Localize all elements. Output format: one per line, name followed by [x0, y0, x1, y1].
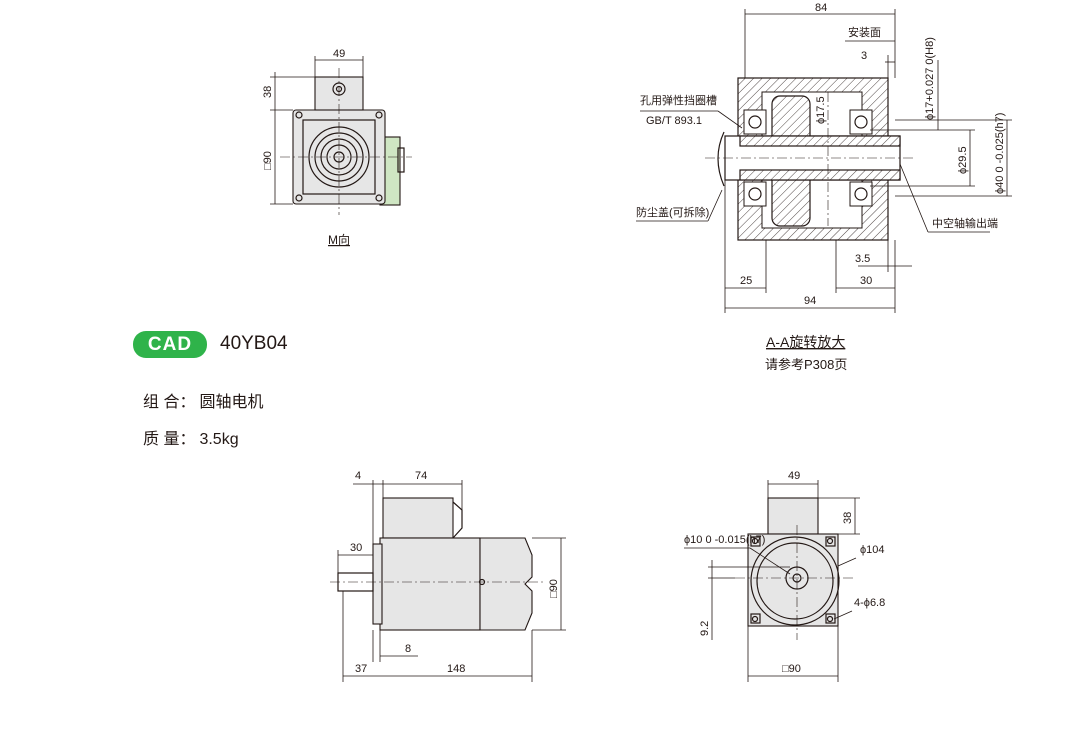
dim-square-90: □90 [262, 151, 274, 170]
dust-cap-label: 防尘盖(可拆除) [636, 205, 709, 219]
dim-84: 84 [815, 2, 827, 14]
m-view-caption: M向 [328, 232, 350, 247]
dim-49: 49 [333, 48, 345, 60]
dim-94: 94 [804, 295, 816, 307]
dust-cap [717, 131, 725, 187]
side-motor-body [379, 537, 481, 631]
flange-tolerance: ϕ40 0 -0.025(h7) [994, 113, 1006, 194]
combination-label: 组 合： [143, 394, 196, 411]
side-dim-74: 74 [415, 470, 427, 482]
combination-value: 圆轴电机 [199, 394, 264, 411]
front-dim-square-90: □90 [782, 663, 801, 675]
dim-25: 25 [740, 275, 752, 287]
spec-mass: 质 量：3.5kg [143, 425, 239, 449]
front-holes: 4-ϕ6.8 [854, 597, 885, 609]
dim-phi-29-5: ϕ29.5 [957, 146, 969, 174]
front-dim-9-2: 9.2 [699, 621, 711, 636]
front-dim-38: 38 [842, 512, 854, 524]
side-dim-148: 148 [447, 663, 465, 675]
section-subtitle: 请参考P308页 [765, 357, 847, 372]
side-dim-4: 4 [355, 470, 361, 482]
front-dim-49: 49 [788, 470, 800, 482]
side-dim-30: 30 [350, 542, 362, 554]
section-title: A-A旋转放大 [766, 334, 845, 350]
dim-3-5: 3.5 [855, 253, 870, 265]
dim-30: 30 [860, 275, 872, 287]
side-view: 4 74 30 □90 8 37 148 [330, 470, 566, 682]
mass-value: 3.5kg [199, 431, 239, 448]
side-dim-square-90: □90 [548, 579, 560, 598]
side-terminal-box [382, 497, 454, 539]
dim-38: 38 [262, 86, 274, 98]
side-gear-head [479, 537, 533, 631]
front-shaft-tolerance: ϕ10 0 -0.015(h7) [684, 534, 765, 546]
mount-face-label: 安装面 [848, 25, 881, 39]
bore-tolerance: ϕ17+0.027 0(H8) [924, 37, 936, 120]
spec-combination: 组 合：圆轴电机 [143, 388, 263, 412]
circlip-standard: GB/T 893.1 [646, 115, 702, 127]
circlip-label: 孔用弹性挡圈槽 [640, 93, 717, 107]
cad-badge[interactable]: CAD [133, 331, 207, 358]
hollow-output-label: 中空轴输出端 [932, 216, 998, 230]
dim-3: 3 [861, 50, 867, 62]
view-m: 49 38 □90 M向 [262, 48, 412, 247]
side-dim-8: 8 [405, 643, 411, 655]
front-dim-104: ϕ104 [860, 544, 885, 556]
front-view: 49 38 ϕ10 0 -0.015(h7) ϕ104 4-ϕ6.8 9.2 □… [684, 470, 885, 682]
front-terminal-box [767, 497, 819, 535]
side-dim-37: 37 [355, 663, 367, 675]
dim-phi-17-5: ϕ17.5 [815, 96, 827, 124]
mass-label: 质 量： [143, 431, 196, 448]
section-aa: 84 安装面 3 ϕ17+0.027 0(H8) ϕ17.5 ϕ29.5 ϕ40… [636, 2, 1012, 372]
model-code: 40YB04 [220, 333, 288, 354]
front-flange-circle [750, 536, 840, 626]
